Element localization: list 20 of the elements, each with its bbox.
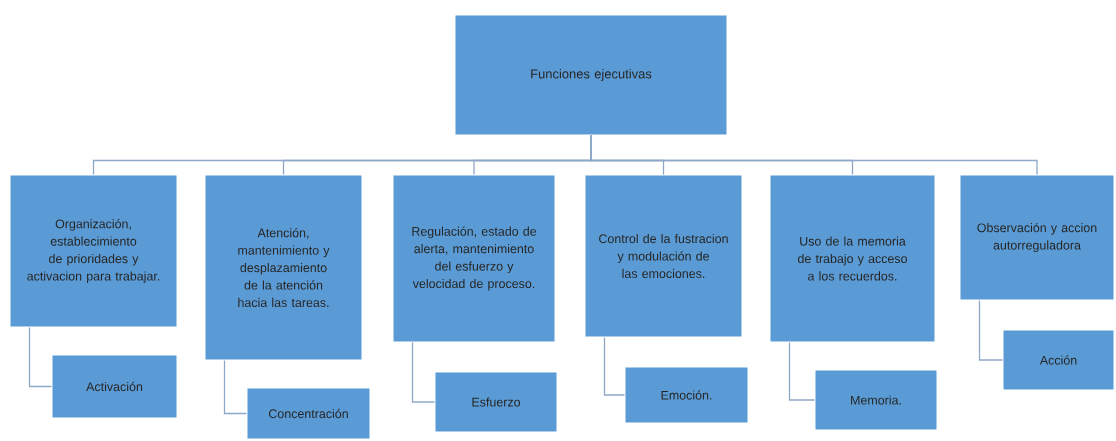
root-box: Funciones ejecutivas (454, 14, 728, 136)
connector-line (590, 134, 1038, 176)
connector-line (411, 341, 436, 403)
category-box: Control de la fustracion y modulación de las emociones. (584, 174, 743, 338)
subcategory-box: Memoria. (814, 369, 938, 431)
connector-line (603, 336, 626, 396)
category-box: Uso de la memoria de trabajo y acceso a los recuerdos. (769, 174, 936, 343)
subcategory-box: Concentración (246, 387, 371, 440)
category-box: Regulación, estado de alerta, mantenimiento del esfuerzo y velocidad de proceso. (392, 174, 556, 343)
connector-line (28, 326, 53, 388)
connector-line (223, 359, 248, 415)
subcategory-box: Activación (51, 354, 178, 419)
category-box: Observación y accion autorreguladora (959, 174, 1115, 301)
connector-line (788, 341, 816, 401)
connector-line (978, 299, 1004, 361)
subcategory-box: Esfuerzo (434, 371, 558, 433)
subcategory-box: Acción (1002, 329, 1115, 391)
category-box: Organización, establecimiento de prioridades y activacion para trabajar. (9, 174, 178, 328)
subcategory-box: Emoción. (624, 366, 749, 424)
category-box: Atención, mantenimiento y desplazamiento de la atención hacia las tareas. (204, 174, 363, 361)
